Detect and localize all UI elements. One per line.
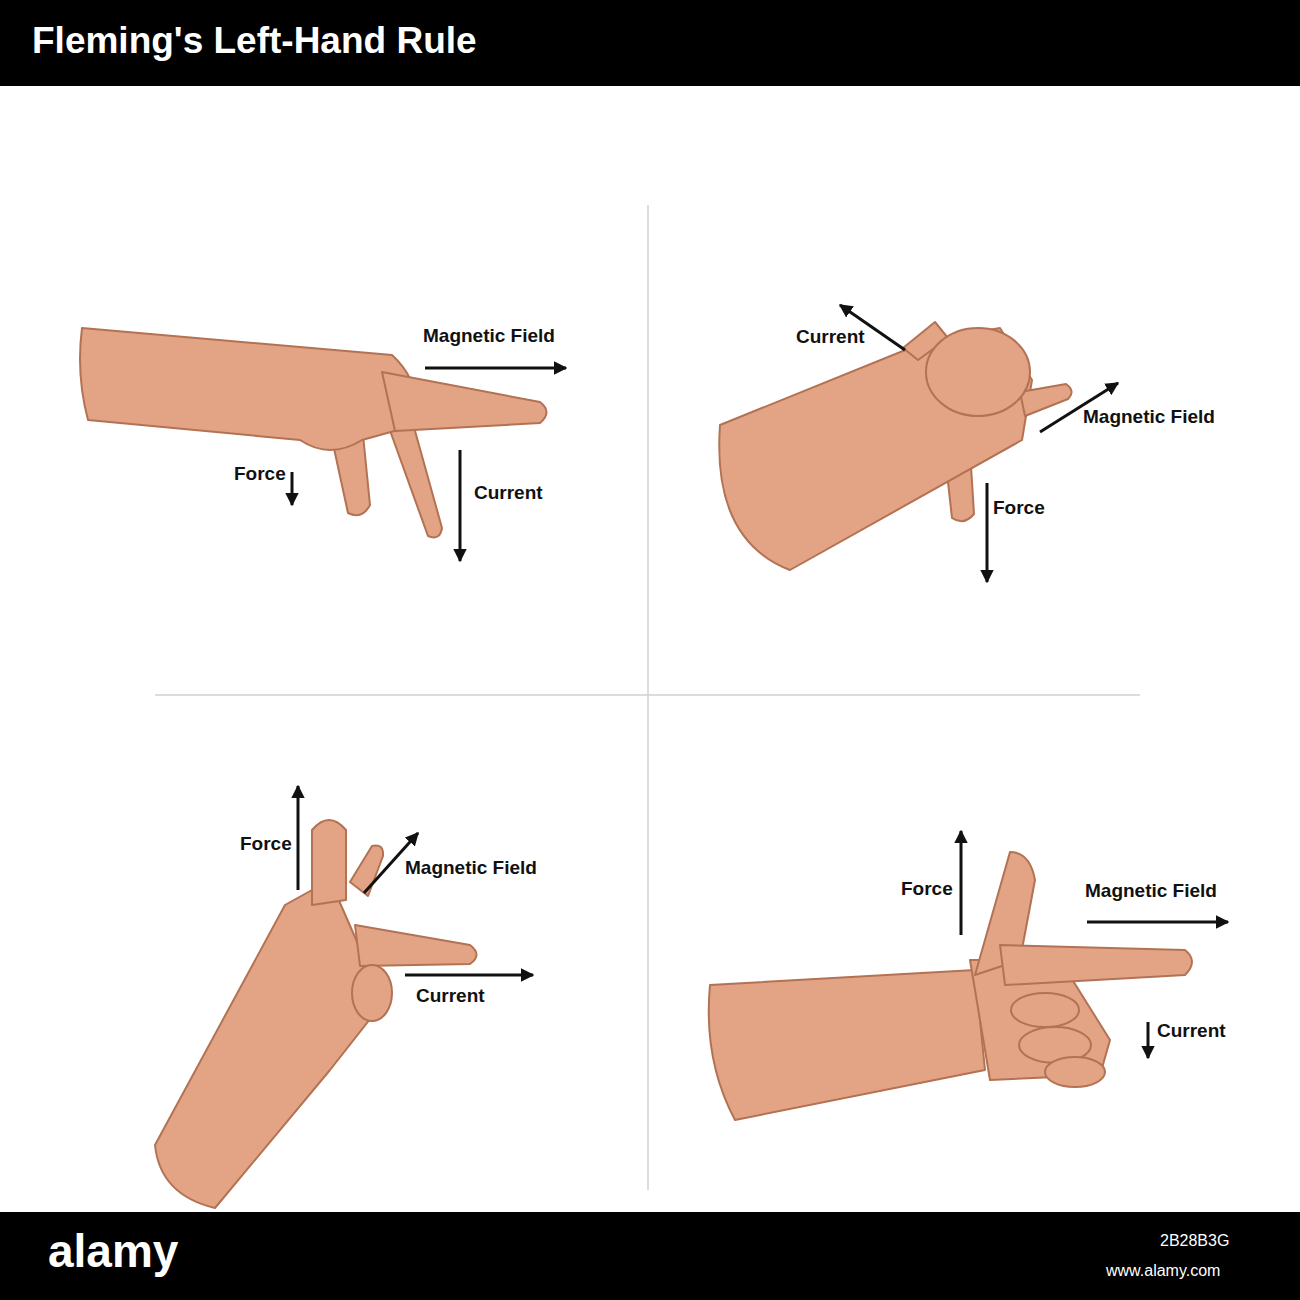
axis-label: Magnetic Field xyxy=(1083,406,1215,428)
axis-label: Magnetic Field xyxy=(405,857,537,879)
page-title: Fleming's Left-Hand Rule xyxy=(32,20,477,62)
watermark: alamy xyxy=(48,1224,178,1278)
axis-label: Force xyxy=(901,878,953,900)
axis-label: Current xyxy=(474,482,543,504)
title-bar xyxy=(0,0,1300,86)
axis-label: Force xyxy=(993,497,1045,519)
divider xyxy=(647,205,649,1190)
axis-label: Magnetic Field xyxy=(423,325,555,347)
direction-arrow xyxy=(292,305,1228,1058)
axis-label: Force xyxy=(240,833,292,855)
watermark-url: www.alamy.com xyxy=(1106,1262,1220,1280)
axis-label: Current xyxy=(416,985,485,1007)
axis-label: Magnetic Field xyxy=(1085,880,1217,902)
axis-label: Current xyxy=(1157,1020,1226,1042)
divider xyxy=(155,694,1140,696)
hand-drawing xyxy=(80,322,1192,1208)
axis-label: Force xyxy=(234,463,286,485)
footer-bar xyxy=(0,1212,1300,1300)
axis-label: Current xyxy=(796,326,865,348)
image-id: 2B28B3G xyxy=(1160,1232,1229,1250)
